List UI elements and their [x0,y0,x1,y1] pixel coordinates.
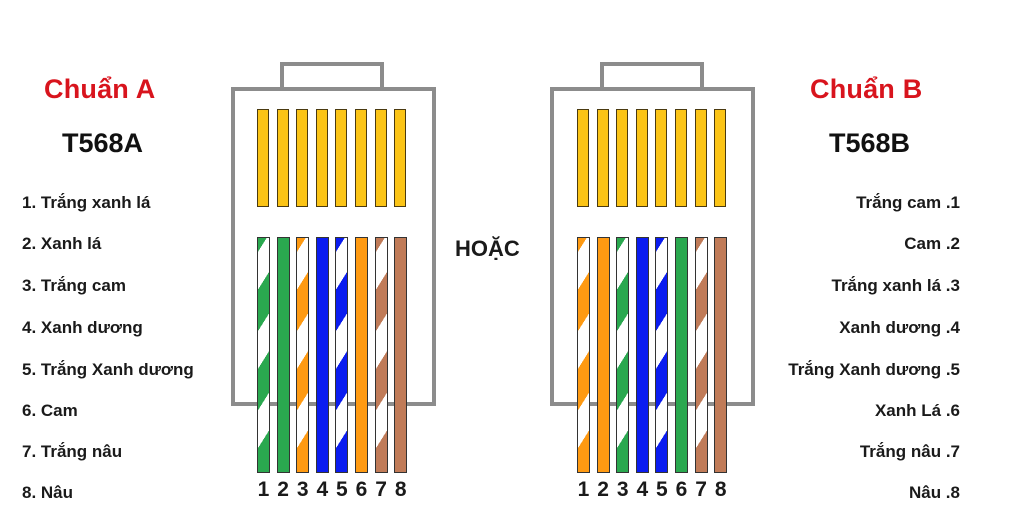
pin-number-7: 7 [375,478,387,501]
pin-label-a-7: 7. Trắng nâu [22,442,123,461]
contact-pin-3 [296,109,309,207]
contact-pin-4 [635,109,648,207]
pin-label-a-5: 5. Trắng Xanh dương [22,360,194,379]
connector-latch-tab [600,62,704,90]
contact-pin-5 [335,109,348,207]
pin-label-a-2: 2. Xanh lá [22,234,102,253]
standard-a-title: Chuẩn A [44,74,156,104]
pin-label-b-5: Trắng Xanh dương .5 [788,360,960,379]
wire-pin-7-white-brown [374,237,388,473]
standard-b-title: Chuẩn B [810,74,923,104]
or-separator-label: HOẶC [455,236,520,261]
pin-number-4: 4 [316,478,329,501]
contact-pin-4 [315,109,328,207]
wire-pin-8-brown [714,237,728,473]
pin-number-2: 2 [597,478,609,501]
contact-pin-5 [655,109,668,207]
pin-number-5: 5 [336,478,348,501]
contact-pin-7 [374,109,387,207]
wire-pin-8-brown [394,237,408,473]
wire-pin-4-blue [635,237,649,473]
wire-pin-6-orange [355,237,368,473]
contact-pin-3 [616,109,629,207]
pin-label-b-2: Cam .2 [904,234,960,253]
pin-number-6: 6 [355,478,368,501]
contact-pin-1 [257,109,269,207]
pin-label-b-8: Nâu .8 [908,483,960,502]
pin-label-b-4: Xanh dương .4 [839,318,960,337]
pin-number-8: 8 [714,478,727,501]
wire-pin-2-green [276,237,290,473]
pin-number-7: 7 [695,478,707,501]
pin-number-2: 2 [277,478,289,501]
pin-label-b-7: Trắng nâu .7 [859,442,960,461]
contact-pin-8 [394,109,407,207]
wire-pin-3-white-green [616,237,630,473]
standard-b-code: T568B [829,128,911,158]
pin-number-8: 8 [394,478,407,501]
wire-pin-6-green [675,237,688,473]
contact-pin-1 [577,109,589,207]
wire-pin-4-blue [315,237,329,473]
pin-label-a-1: 1. Trắng xanh lá [22,193,151,212]
wire-pin-5-white-blue [335,237,349,473]
pin-label-a-8: 8. Nâu [22,483,74,502]
wire-pin-1-white-green [257,237,270,473]
wire-pin-3-white-orange [296,237,310,473]
pin-number-6: 6 [675,478,688,501]
contact-pin-8 [714,109,727,207]
contact-pin-2 [596,109,609,207]
pin-number-4: 4 [636,478,649,501]
pin-number-5: 5 [656,478,668,501]
pin-label-b-6: Xanh Lá .6 [874,401,960,420]
wire-pin-7-white-brown [694,237,708,473]
contact-pin-6 [355,109,367,207]
pin-label-b-3: Trắng xanh lá .3 [831,276,961,295]
wire-pin-2-orange [596,237,610,473]
connector-body [550,87,755,406]
pin-number-1: 1 [577,478,590,501]
pin-label-a-6: 6. Cam [22,401,78,420]
pin-number-3: 3 [616,478,629,501]
contact-pin-7 [694,109,707,207]
wire-pin-5-white-blue [655,237,669,473]
connector-body [231,87,436,406]
wire-pin-1-white-orange [577,237,590,473]
pin-label-a-3: 3. Trắng cam [22,276,126,295]
pin-label-a-4: 4. Xanh dương [22,318,143,337]
standard-a-code: T568A [62,128,144,158]
connector-latch-tab [280,62,384,90]
pin-number-3: 3 [296,478,309,501]
pin-number-1: 1 [257,478,270,501]
contact-pin-2 [276,109,289,207]
pin-label-b-1: Trắng cam .1 [856,193,960,212]
contact-pin-6 [675,109,687,207]
